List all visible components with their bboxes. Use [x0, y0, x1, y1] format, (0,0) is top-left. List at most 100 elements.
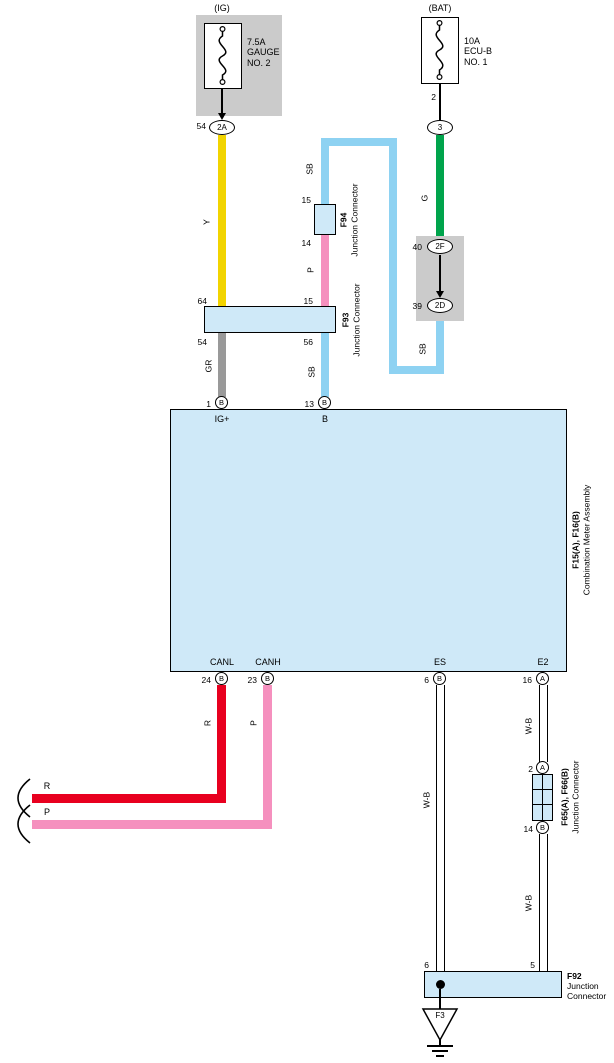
meter-signal-b: B [321, 414, 328, 424]
meter-pin-23-terminal: B [261, 672, 274, 685]
f93-pin-15-label: 15 [303, 296, 313, 306]
f94-pin-bottom-label: 14 [301, 238, 311, 248]
ig-fuse-name: GAUGE [247, 47, 280, 58]
f65-box [532, 774, 553, 821]
f92-type-line2: Connector [567, 990, 607, 1001]
f94-label: F94 Junction Connector [338, 183, 359, 256]
wire-wb-e2-lower [539, 834, 548, 973]
ground-bar-3 [436, 1055, 444, 1057]
connector-2d: 2D [427, 298, 453, 313]
meter-pin-16-terminal: A [536, 672, 549, 685]
wire-label-wb-es: W-B [421, 791, 432, 809]
f93-label: F93 Junction Connector [340, 283, 361, 356]
meter-pin-13-terminal: B [318, 396, 331, 409]
ig-pin-number: 54 [196, 121, 206, 131]
f65-grid-h2 [533, 804, 552, 805]
f93-type: Junction Connector [351, 283, 361, 357]
f93-box [204, 306, 336, 333]
ig-down-arrow-icon [218, 113, 226, 120]
fuse-icon [435, 19, 444, 80]
bat-fuse-no: NO. 1 [464, 56, 488, 67]
wire-label-p-mid: P [305, 267, 316, 273]
bat-fuse-label: 10A ECU-B NO. 1 [464, 36, 492, 67]
ig-source-label: (IG) [214, 3, 230, 13]
meter-pin-24-number: 24 [201, 675, 211, 685]
meter-pin-1-terminal: B [215, 396, 228, 409]
connector-2f: 2F [427, 239, 453, 254]
wire-wb-e2-upper [539, 685, 548, 762]
pin-40-label: 40 [412, 242, 422, 252]
wire-wb-es [436, 685, 445, 973]
wire-label-r-horizontal: R [43, 781, 51, 791]
wire-label-r-vertical: R [202, 719, 213, 727]
wire-sb-seg-top [321, 138, 397, 146]
f65-pin-14-terminal: B [536, 821, 549, 834]
meter-pin-6-number: 6 [424, 675, 429, 685]
wire-sb-to-meter [321, 333, 329, 397]
f65-pin-14-number: 14 [523, 824, 533, 834]
meter-signal-igplus: IG+ [214, 414, 230, 424]
f94-type: Junction Connector [349, 183, 359, 257]
wire-gr [218, 333, 226, 397]
conn-down-arrow-icon [436, 291, 444, 298]
f94-pin-top-label: 15 [301, 195, 311, 205]
f65-grid-h1 [533, 789, 552, 790]
f92-junction-dot [436, 980, 445, 989]
f65-pin-2-terminal: A [536, 761, 549, 774]
meter-pin-24-terminal: B [215, 672, 228, 685]
meter-label: F15(A), F16(B) Combination Meter Assembl… [570, 485, 591, 596]
wire-sb-seg-to-f94 [321, 146, 329, 204]
ground-bar-2 [432, 1050, 448, 1052]
connector-2a: 2A [209, 120, 235, 135]
wire-break-marks-icon [17, 778, 31, 844]
conn-2f-2d-line [439, 255, 441, 291]
wire-label-p-vertical: P [248, 720, 259, 726]
wire-red-canl-horizontal [32, 794, 226, 803]
combination-meter-box [170, 409, 567, 672]
f65-name: F65(A), F66(B) [559, 768, 570, 826]
f92-box [424, 971, 562, 998]
f65-grid-vertical [541, 775, 543, 820]
wire-label-gr: GR [203, 359, 214, 373]
ground-point-triangle-icon [421, 1008, 459, 1042]
ig-fuse-box [204, 23, 242, 89]
ig-fuse-no: NO. 2 [247, 57, 271, 68]
f65-type: Junction Connector [570, 760, 580, 834]
wire-label-wb-e2-upper: W-B [523, 717, 534, 735]
fuse-icon [218, 25, 227, 85]
meter-name: F15(A), F16(B) [570, 511, 581, 569]
meter-type: Combination Meter Assembly [581, 484, 591, 596]
wire-label-sb-right: SB [417, 343, 428, 355]
bat-pin-number: 2 [431, 92, 436, 102]
wire-pink-canh-vertical [263, 685, 272, 829]
bat-source-label: (BAT) [428, 3, 452, 13]
bat-fuse-name: ECU-B [464, 46, 493, 57]
f92-name: F92 [567, 971, 582, 981]
f93-pin-64-label: 64 [197, 296, 207, 306]
f93-name: F93 [340, 312, 351, 328]
meter-pin-1-number: 1 [206, 399, 211, 409]
f93-pin-56-label: 56 [303, 337, 313, 347]
meter-pin-6-terminal: B [433, 672, 446, 685]
f92-pin-5-label: 5 [530, 960, 535, 970]
wire-label-sb-mid: SB [306, 366, 317, 378]
ig-fuse-out-line [221, 89, 223, 115]
wire-label-y: Y [201, 219, 212, 225]
wire-green-bat [436, 135, 444, 239]
meter-pin-23-number: 23 [247, 675, 257, 685]
ig-fuse-amp: 7.5A [247, 37, 266, 47]
f93-pin-54-label: 54 [197, 337, 207, 347]
wire-label-wb-e2-lower: W-B [523, 894, 534, 912]
f92-pin-6-label: 6 [424, 960, 429, 970]
wire-sb-seg-down [436, 313, 444, 374]
meter-signal-e2: E2 [537, 657, 549, 667]
meter-pin-13-number: 13 [304, 399, 314, 409]
bat-fuse-box [421, 17, 459, 84]
meter-signal-canh: CANH [255, 657, 281, 667]
f65-pin-2-number: 2 [528, 764, 533, 774]
f94-box [314, 204, 336, 235]
connector-3: 3 [427, 120, 453, 135]
meter-signal-canl: CANL [209, 657, 234, 667]
wire-sb-seg-riser [389, 138, 397, 374]
